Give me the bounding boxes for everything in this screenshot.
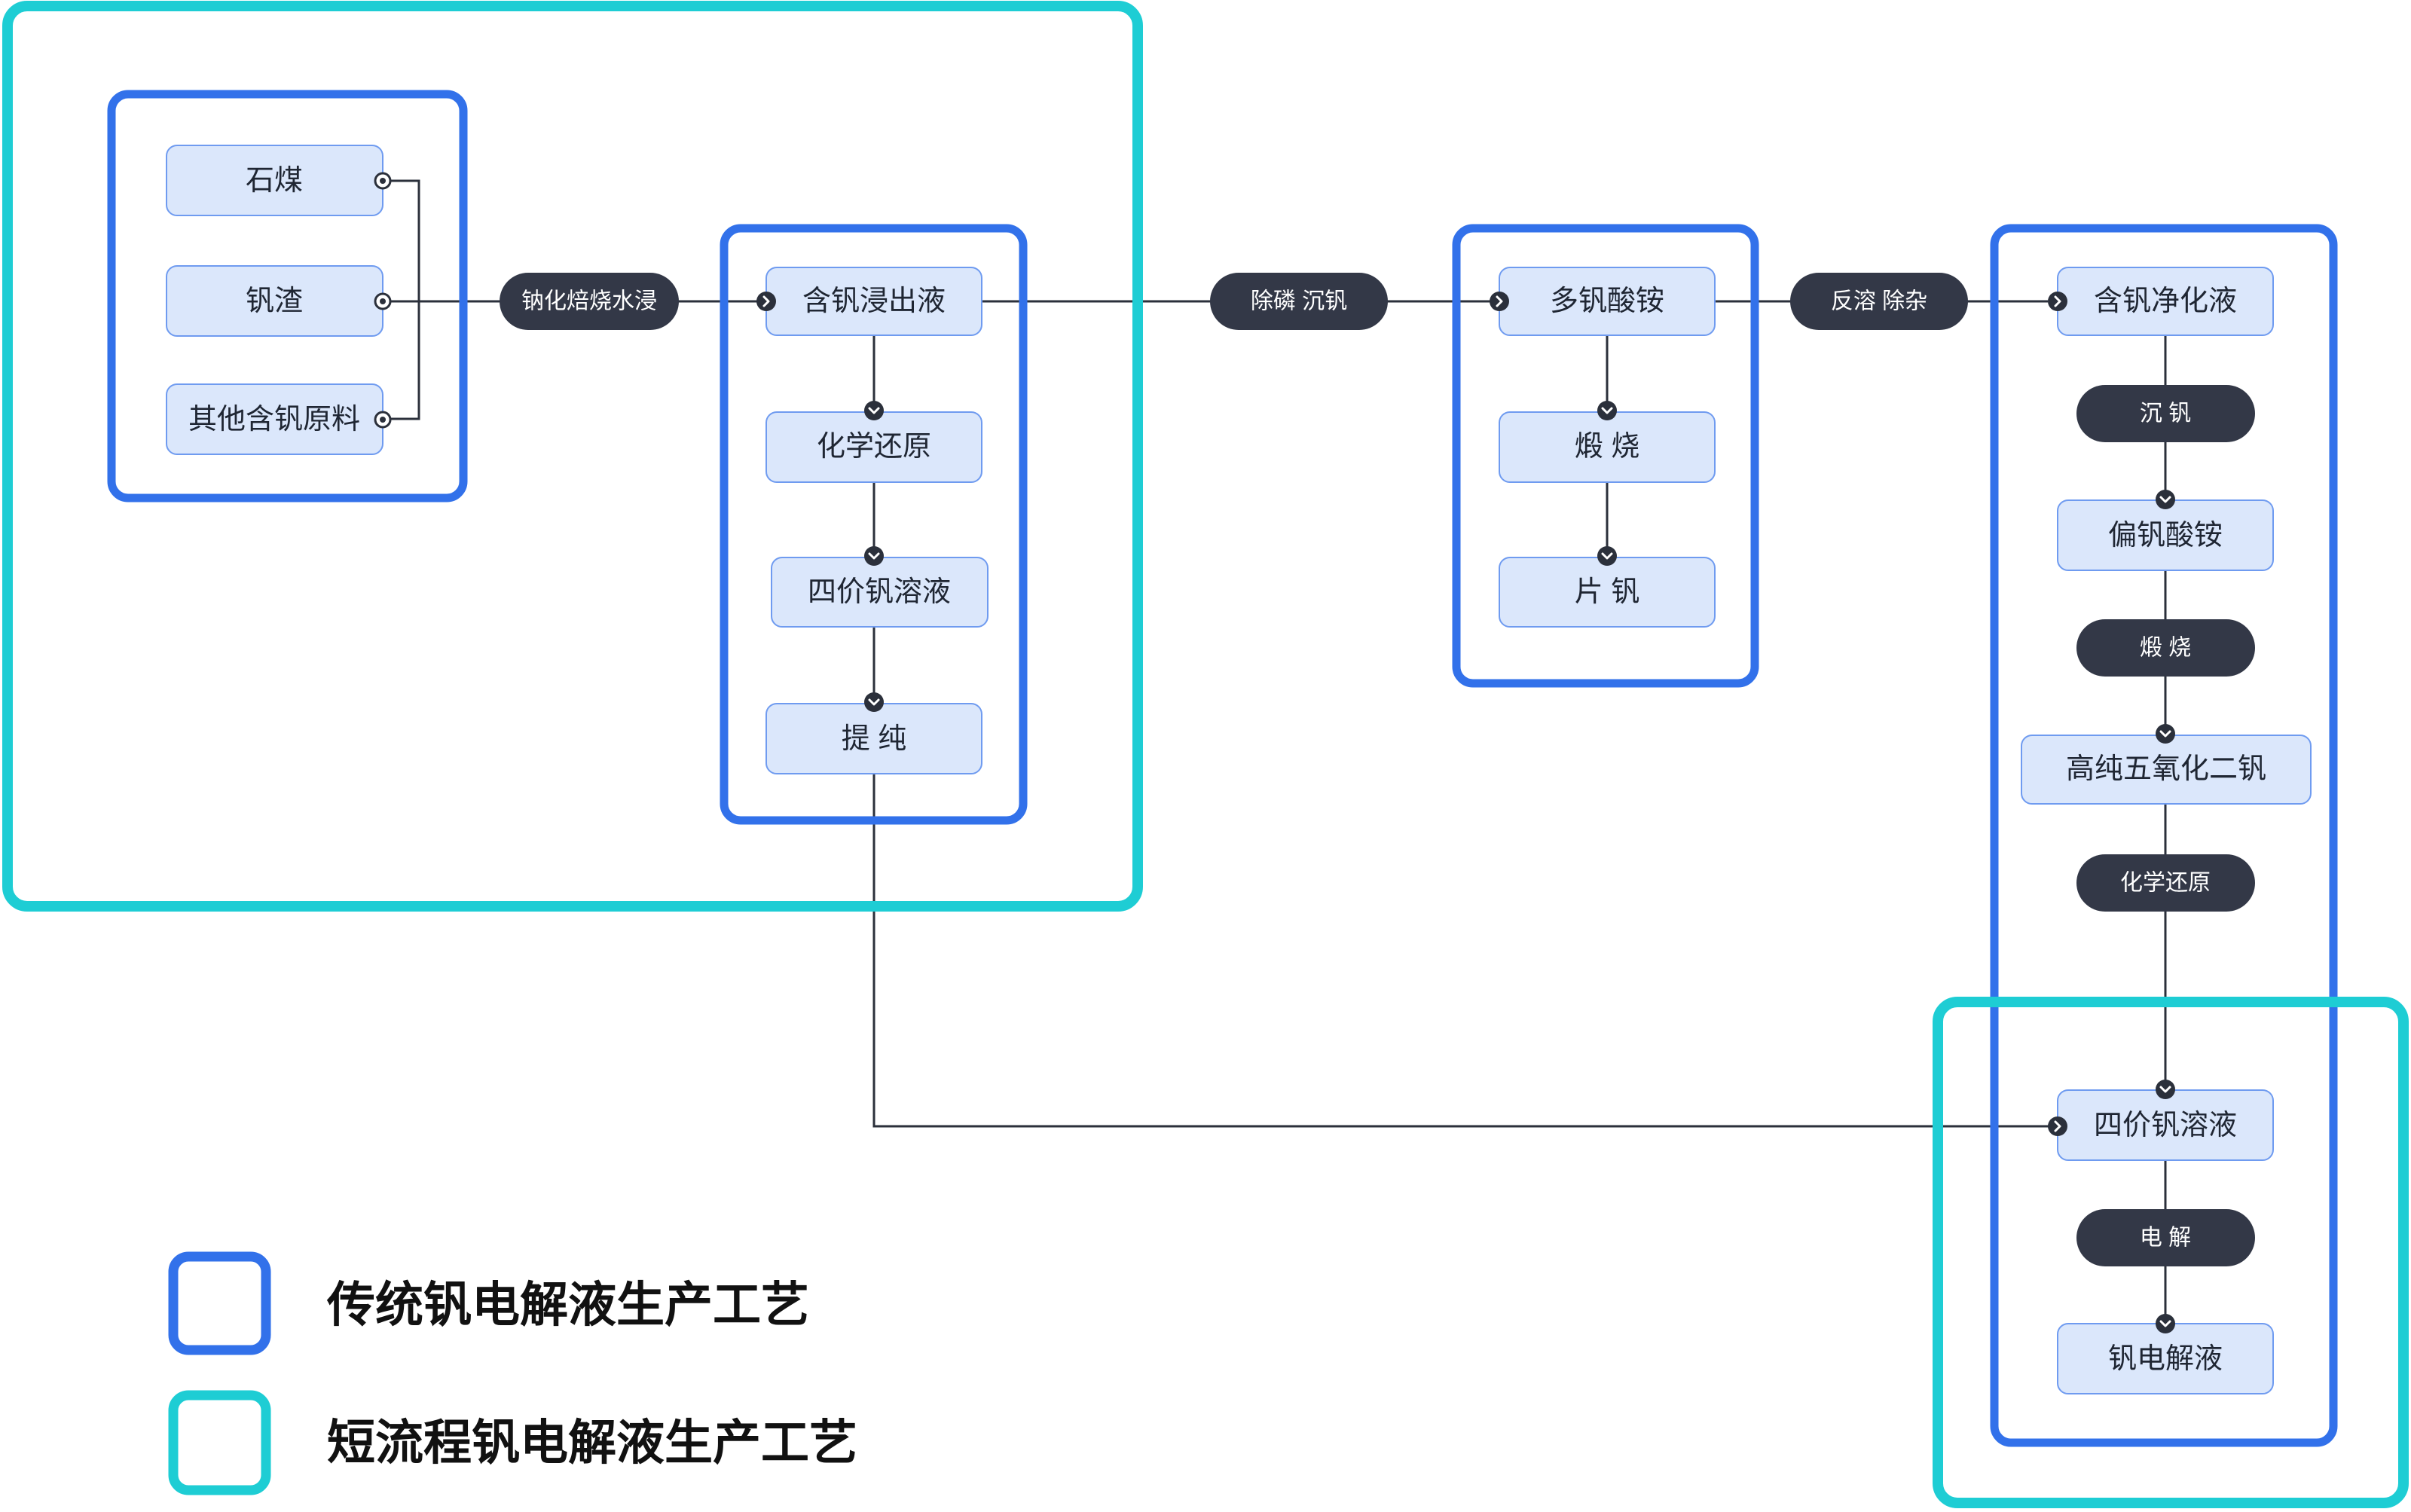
node-calcine1[interactable]: 煅 烧: [1499, 411, 1716, 483]
port-qita-icon: [374, 411, 392, 429]
short-process-group-right: [1933, 997, 2409, 1508]
node-v4-1[interactable]: 四价钒溶液: [771, 557, 989, 628]
step-redissolve-label: 反溶 除杂: [1831, 289, 1927, 314]
node-amv[interactable]: 多钒酸铵: [1499, 267, 1716, 336]
step-reduce2-label: 化学还原: [2120, 871, 2211, 896]
node-amv-label: 多钒酸铵: [1550, 286, 1664, 317]
step-electrolysis-label: 电 解: [2140, 1226, 2191, 1251]
arrow-right-icon: [756, 292, 776, 311]
legend-item-traditional: 传统钒电解液生产工艺: [168, 1251, 809, 1355]
node-qita-label: 其他含钒原料: [188, 404, 360, 435]
node-clean[interactable]: 含钒净化液: [2057, 267, 2274, 336]
traditional-group-leach: [720, 224, 1028, 825]
traditional-group-right: [1990, 224, 2338, 1447]
node-calcine1-label: 煅 烧: [1575, 431, 1640, 463]
node-v4-1-label: 四价钒溶液: [808, 576, 951, 608]
arrow-down-icon: [864, 401, 884, 420]
legend-item-short: 短流程钒电解液生产工艺: [168, 1390, 857, 1495]
arrow-down-icon: [2156, 724, 2175, 744]
node-v4-2[interactable]: 四价钒溶液: [2057, 1089, 2274, 1161]
steps: 钠化焙烧水浸 除磷 沉钒 反溶 除杂 沉 钒 煅 烧 化学还原 电 解: [500, 273, 2255, 1266]
legend-swatch-short: [168, 1390, 271, 1495]
arrow-down-icon: [2156, 1080, 2175, 1099]
node-qita[interactable]: 其他含钒原料: [166, 383, 383, 455]
nodes: 石煤 钒渣 其他含钒原料 含钒浸出液 化学还原 四价钒溶液 提 纯 多钒酸: [166, 145, 2312, 1394]
step-precip-label: 沉 钒: [2140, 402, 2191, 426]
node-leach-label: 含钒浸出液: [802, 286, 946, 317]
node-v4-2-label: 四价钒溶液: [2094, 1110, 2237, 1141]
node-v2o5[interactable]: 高纯五氧化二钒: [2021, 735, 2312, 805]
node-reduce1[interactable]: 化学还原: [765, 411, 982, 483]
node-purify[interactable]: 提 纯: [765, 703, 982, 774]
node-leach[interactable]: 含钒浸出液: [765, 267, 982, 336]
arrow-down-icon: [864, 692, 884, 712]
step-roast-label: 钠化焙烧水浸: [521, 289, 657, 314]
arrow-down-icon: [1597, 401, 1617, 420]
node-clean-label: 含钒净化液: [2094, 286, 2237, 317]
arrow-down-icon: [2156, 1314, 2175, 1333]
node-purify-label: 提 纯: [842, 723, 907, 755]
step-dephos[interactable]: 除磷 沉钒: [1210, 273, 1388, 330]
arrow-markers-down: [864, 401, 2175, 1333]
node-electrolyte[interactable]: 钒电解液: [2057, 1323, 2274, 1394]
node-reduce1-label: 化学还原: [817, 431, 931, 463]
node-fanzha[interactable]: 钒渣: [166, 265, 383, 337]
edges: [383, 179, 2167, 1322]
node-v2o5-label: 高纯五氧化二钒: [2066, 753, 2266, 785]
arrow-markers-right: [756, 292, 2067, 1136]
legend-label-traditional: 传统钒电解液生产工艺: [326, 1278, 809, 1332]
legend: 传统钒电解液生产工艺 短流程钒电解液生产工艺: [168, 1251, 857, 1495]
arrow-right-icon: [2048, 292, 2067, 311]
port-fanzha-icon: [374, 292, 392, 310]
node-nh4vo3-label: 偏钒酸铵: [2108, 520, 2223, 551]
edge-purify-to-v4-short: [872, 774, 2055, 1128]
step-calcine2-label: 煅 烧: [2140, 636, 2191, 661]
arrow-right-icon: [2048, 1116, 2067, 1136]
node-shimei-label: 石煤: [246, 165, 303, 197]
node-electrolyte-label: 钒电解液: [2108, 1343, 2223, 1375]
short-process-group-left: [2, 1, 1143, 912]
step-reduce2[interactable]: 化学还原: [2076, 854, 2255, 912]
node-fanzha-label: 钒渣: [246, 286, 303, 317]
step-dephos-label: 除磷 沉钒: [1251, 289, 1347, 314]
legend-swatch-traditional: [168, 1251, 271, 1355]
step-precip[interactable]: 沉 钒: [2076, 385, 2255, 442]
node-shimei[interactable]: 石煤: [166, 145, 383, 216]
output-ports: [374, 172, 392, 429]
node-flake[interactable]: 片 钒: [1499, 557, 1716, 628]
traditional-group-amv: [1452, 224, 1759, 688]
arrow-down-icon: [1597, 546, 1617, 566]
arrow-right-icon: [1490, 292, 1509, 311]
step-calcine2[interactable]: 煅 烧: [2076, 619, 2255, 677]
step-electrolysis[interactable]: 电 解: [2076, 1209, 2255, 1266]
step-redissolve[interactable]: 反溶 除杂: [1790, 273, 1968, 330]
node-flake-label: 片 钒: [1575, 576, 1640, 608]
arrow-down-icon: [864, 546, 884, 566]
legend-label-short: 短流程钒电解液生产工艺: [327, 1416, 857, 1470]
step-roast[interactable]: 钠化焙烧水浸: [500, 273, 679, 330]
node-nh4vo3[interactable]: 偏钒酸铵: [2057, 499, 2274, 571]
port-shimei-icon: [374, 172, 392, 190]
arrow-down-icon: [2156, 490, 2175, 509]
traditional-group-raw-materials: [107, 90, 468, 502]
edge-shimei: [383, 179, 420, 420]
